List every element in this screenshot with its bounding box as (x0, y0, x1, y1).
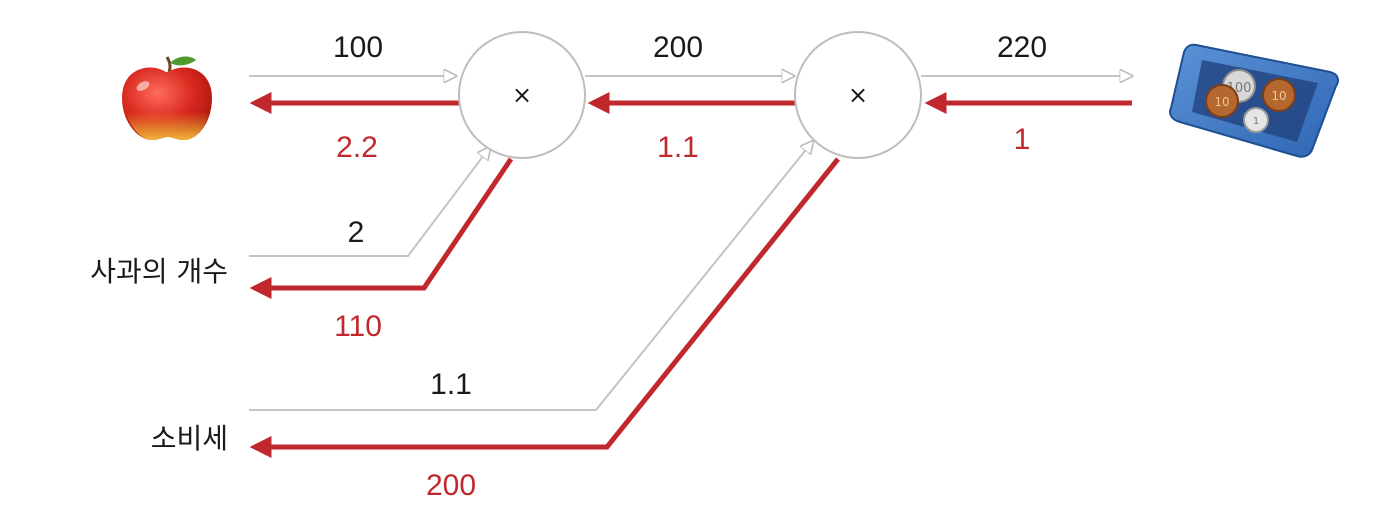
backward-value-total: 1 (1014, 123, 1031, 156)
coin-1: 1 (1244, 108, 1268, 132)
coin-tray-icon: 100 10 10 1 (1170, 45, 1338, 157)
backward-arrow-tax (254, 159, 838, 447)
input-label-tax: 소비세 (151, 422, 228, 455)
multiply-node-2: × (795, 32, 921, 158)
backward-value-tax: 200 (426, 469, 476, 502)
svg-text:1: 1 (1253, 116, 1259, 127)
apple-icon (122, 57, 212, 140)
forward-value-tax: 1.1 (430, 368, 472, 401)
forward-value-subtotal: 200 (653, 31, 703, 64)
coin-10-right: 10 (1263, 79, 1295, 111)
backward-arrow-apple-count (254, 159, 511, 288)
multiply-node-1: × (459, 32, 585, 158)
backward-value-apple-price: 2.2 (336, 131, 378, 164)
coin-10-left: 10 (1206, 85, 1238, 117)
forward-value-apple-price: 100 (333, 31, 383, 64)
forward-arrow-tax (249, 141, 813, 410)
backward-value-apple-count: 110 (334, 310, 382, 343)
forward-value-total: 220 (997, 31, 1047, 64)
svg-text:10: 10 (1271, 89, 1286, 103)
multiply-symbol: × (848, 81, 868, 109)
forward-value-apple-count: 2 (348, 216, 365, 249)
svg-text:10: 10 (1214, 95, 1229, 109)
backward-value-subtotal: 1.1 (657, 131, 699, 164)
multiply-symbol: × (512, 81, 532, 109)
input-label-apple-count: 사과의 개수 (90, 255, 228, 288)
